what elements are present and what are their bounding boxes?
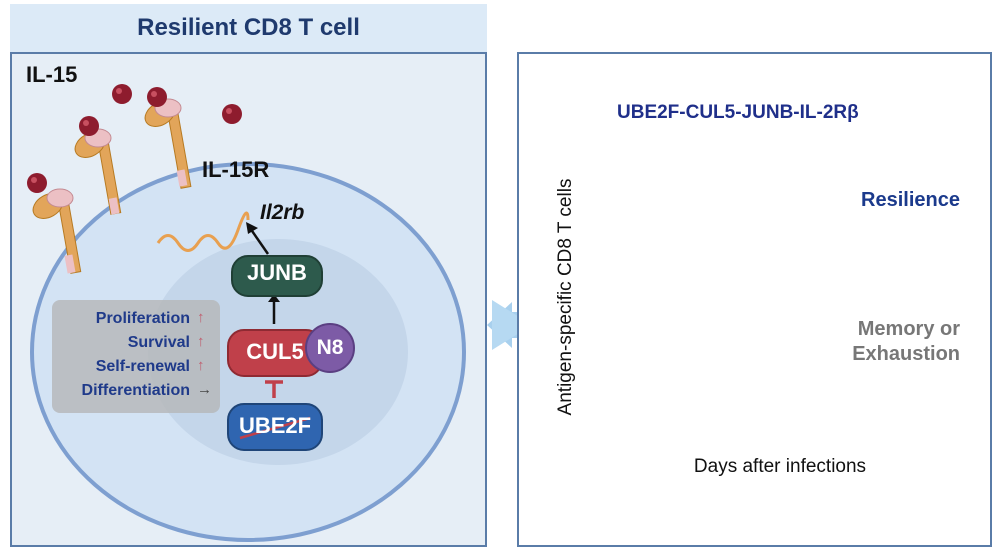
il15-molecule [112, 84, 132, 104]
il15-molecule [222, 104, 242, 124]
series-label-line: Exhaustion [852, 343, 960, 365]
il15-molecule [79, 116, 99, 136]
ube2f-strikethrough [239, 416, 311, 440]
il15-molecule [27, 173, 47, 193]
up-arrow-icon: ↑ [197, 333, 205, 350]
effect-label: Survival [127, 334, 190, 351]
series-label-line: Resilience [861, 189, 960, 211]
il15-receptor [144, 98, 192, 189]
transition-arrow-head [492, 300, 532, 350]
series-label: Resilience [861, 188, 960, 213]
ube2f-label: UBE2F [238, 413, 312, 438]
y-axis-label: Antigen-specific CD8 T cells [555, 178, 576, 416]
effect-label: Self-renewal [95, 358, 190, 375]
effect-label: Differentiation [81, 382, 190, 399]
il15r-label: IL-15R [202, 157, 270, 182]
up-arrow-icon: ↑ [197, 309, 205, 326]
mrna-squiggle [156, 211, 250, 252]
n8-label: N8 [316, 336, 344, 359]
il15-label: IL-15 [26, 62, 78, 87]
x-axis-label: Days after infections [693, 456, 867, 477]
series-label: Memory or Exhaustion [852, 317, 960, 367]
right-panel [517, 52, 992, 547]
cul5-label: CUL5 [246, 339, 304, 364]
il15-receptor [74, 128, 122, 215]
series-label-line: Memory or [857, 318, 960, 340]
gene-label: Il2rb [260, 201, 305, 224]
title-bar [10, 4, 487, 54]
effect-label: Proliferation [95, 310, 190, 327]
pathway-title: UBE2F-CUL5-JUNB-IL-2Rβ [617, 102, 859, 123]
junb-label: JUNB [247, 260, 307, 285]
junb-node [231, 255, 323, 297]
n8-node [305, 323, 355, 373]
up-arrow-icon: ↑ [197, 357, 205, 374]
junb-to-gene-arrow [248, 227, 270, 255]
effects-box [52, 300, 220, 413]
left-panel-title: Resilient CD8 T cell [137, 14, 360, 41]
right-arrow-icon: → [197, 381, 212, 398]
il15-molecule [147, 87, 167, 107]
il15-receptor [32, 188, 82, 274]
